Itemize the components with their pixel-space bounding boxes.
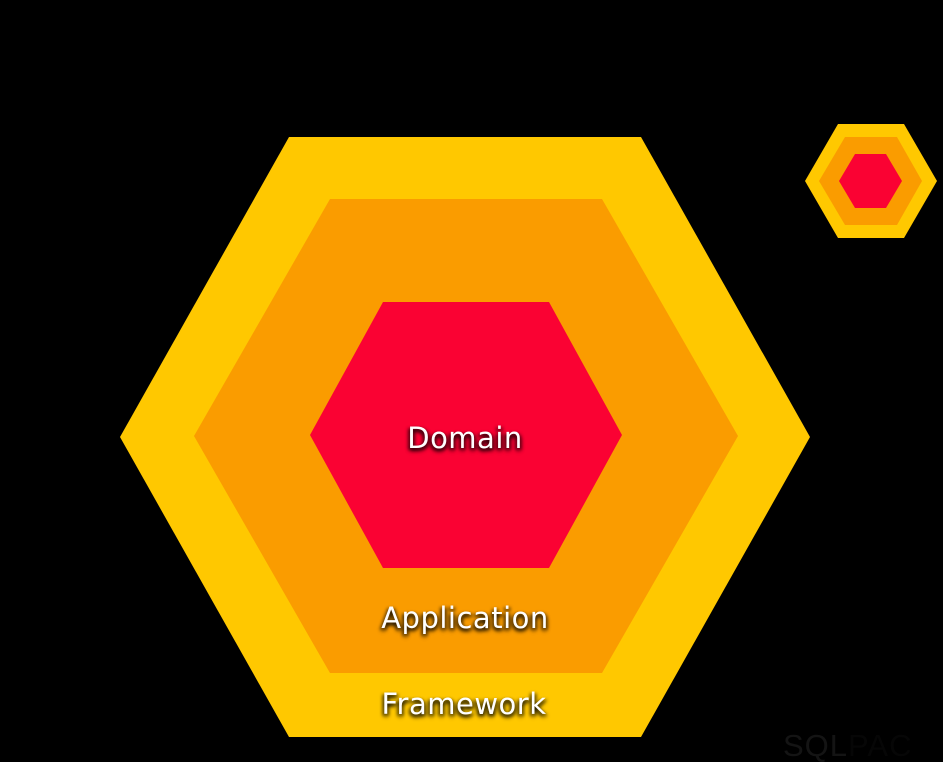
framework-label: Framework: [381, 687, 547, 721]
domain-hexagon: [310, 302, 622, 568]
watermark-faint-text: PAC: [848, 728, 913, 762]
mini-domain-hexagon: [839, 154, 902, 208]
main-hexagon-group: [120, 137, 810, 737]
domain-label: Domain: [407, 421, 523, 455]
mini-hexagon-group: [805, 124, 937, 238]
watermark: SQLPAC: [783, 728, 912, 762]
watermark-visible-text: SQL: [783, 728, 849, 762]
application-label: Application: [381, 601, 549, 635]
